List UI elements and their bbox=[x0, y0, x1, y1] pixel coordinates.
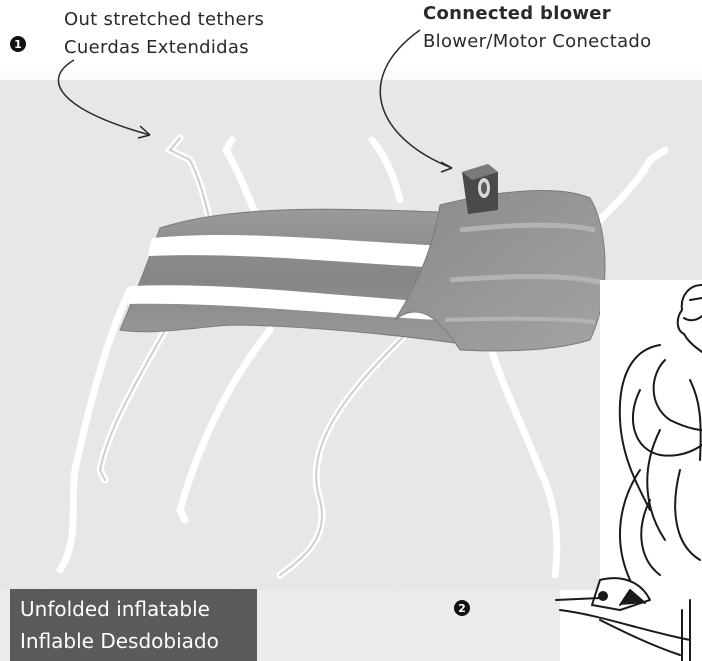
blower-callout: Connected blower Blower/Motor Conectado bbox=[423, 0, 651, 56]
caption-line-es: Inflable Desdobiado bbox=[20, 625, 257, 657]
caption-box: Unfolded inflatable Inflable Desdobiado bbox=[10, 589, 257, 661]
tethers-callout: Out stretched tethers Cuerdas Extendidas bbox=[64, 6, 264, 62]
step-1-badge: 1 bbox=[10, 36, 26, 52]
tethers-label-es: Cuerdas Extendidas bbox=[64, 34, 264, 62]
step-2-badge: 2 bbox=[454, 600, 470, 616]
tethers-label-en: Out stretched tethers bbox=[64, 6, 264, 34]
blower-label-en: Connected blower bbox=[423, 0, 651, 28]
blower-label-es: Blower/Motor Conectado bbox=[423, 28, 651, 56]
caption-line-en: Unfolded inflatable bbox=[20, 593, 257, 625]
connected-blower bbox=[462, 164, 498, 214]
